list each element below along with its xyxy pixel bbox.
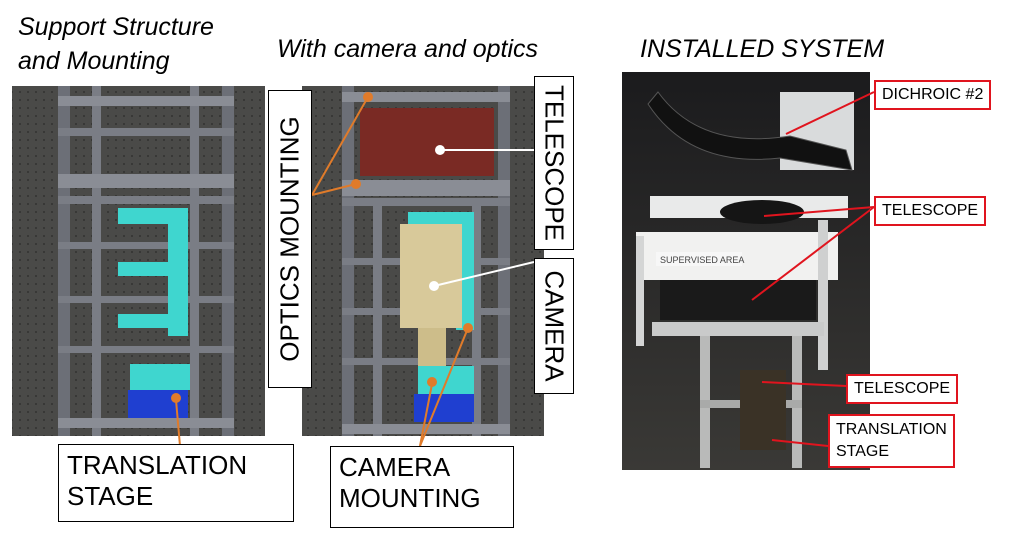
camera-text: CAMERA bbox=[539, 270, 570, 382]
translation-stage-photo-line2: STAGE bbox=[836, 443, 890, 460]
camera-mounting-label: CAMERA MOUNTING bbox=[330, 446, 514, 528]
translation-stage-photo-label: TRANSLATION STAGE bbox=[828, 414, 955, 468]
camera-label: CAMERA bbox=[534, 258, 574, 394]
dichroic-label: DICHROIC #2 bbox=[874, 80, 992, 110]
heading-camera-optics: With camera and optics bbox=[277, 35, 538, 63]
installed-system-photo: SUPERVISED AREA bbox=[622, 72, 870, 470]
heading-support-line1: Support Structure bbox=[18, 13, 214, 41]
telescope-lower-label: TELESCOPE bbox=[846, 374, 959, 404]
translation-stage-label-line2: STAGE bbox=[67, 481, 154, 511]
heading-installed-system: INSTALLED SYSTEM bbox=[640, 35, 885, 63]
camera-mounting-label-line1: CAMERA bbox=[339, 452, 451, 482]
translation-stage-label-line1: TRANSLATION bbox=[67, 450, 248, 480]
telescope-upper-label: TELESCOPE bbox=[874, 196, 987, 226]
camera-optics-render bbox=[302, 86, 544, 436]
translation-stage-label: TRANSLATION STAGE bbox=[58, 444, 294, 522]
camera-mounting-label-line2: MOUNTING bbox=[339, 483, 481, 513]
translation-stage-photo-line1: TRANSLATION bbox=[836, 421, 947, 438]
heading-support-line2: and Mounting bbox=[18, 47, 170, 75]
optics-mounting-label: OPTICS MOUNTING bbox=[268, 90, 312, 388]
optics-mounting-text: OPTICS MOUNTING bbox=[274, 116, 305, 362]
support-structure-render bbox=[12, 86, 265, 436]
svg-text:SUPERVISED AREA: SUPERVISED AREA bbox=[660, 255, 744, 265]
telescope-text: TELESCOPE bbox=[539, 84, 570, 242]
telescope-label: TELESCOPE bbox=[534, 76, 574, 250]
